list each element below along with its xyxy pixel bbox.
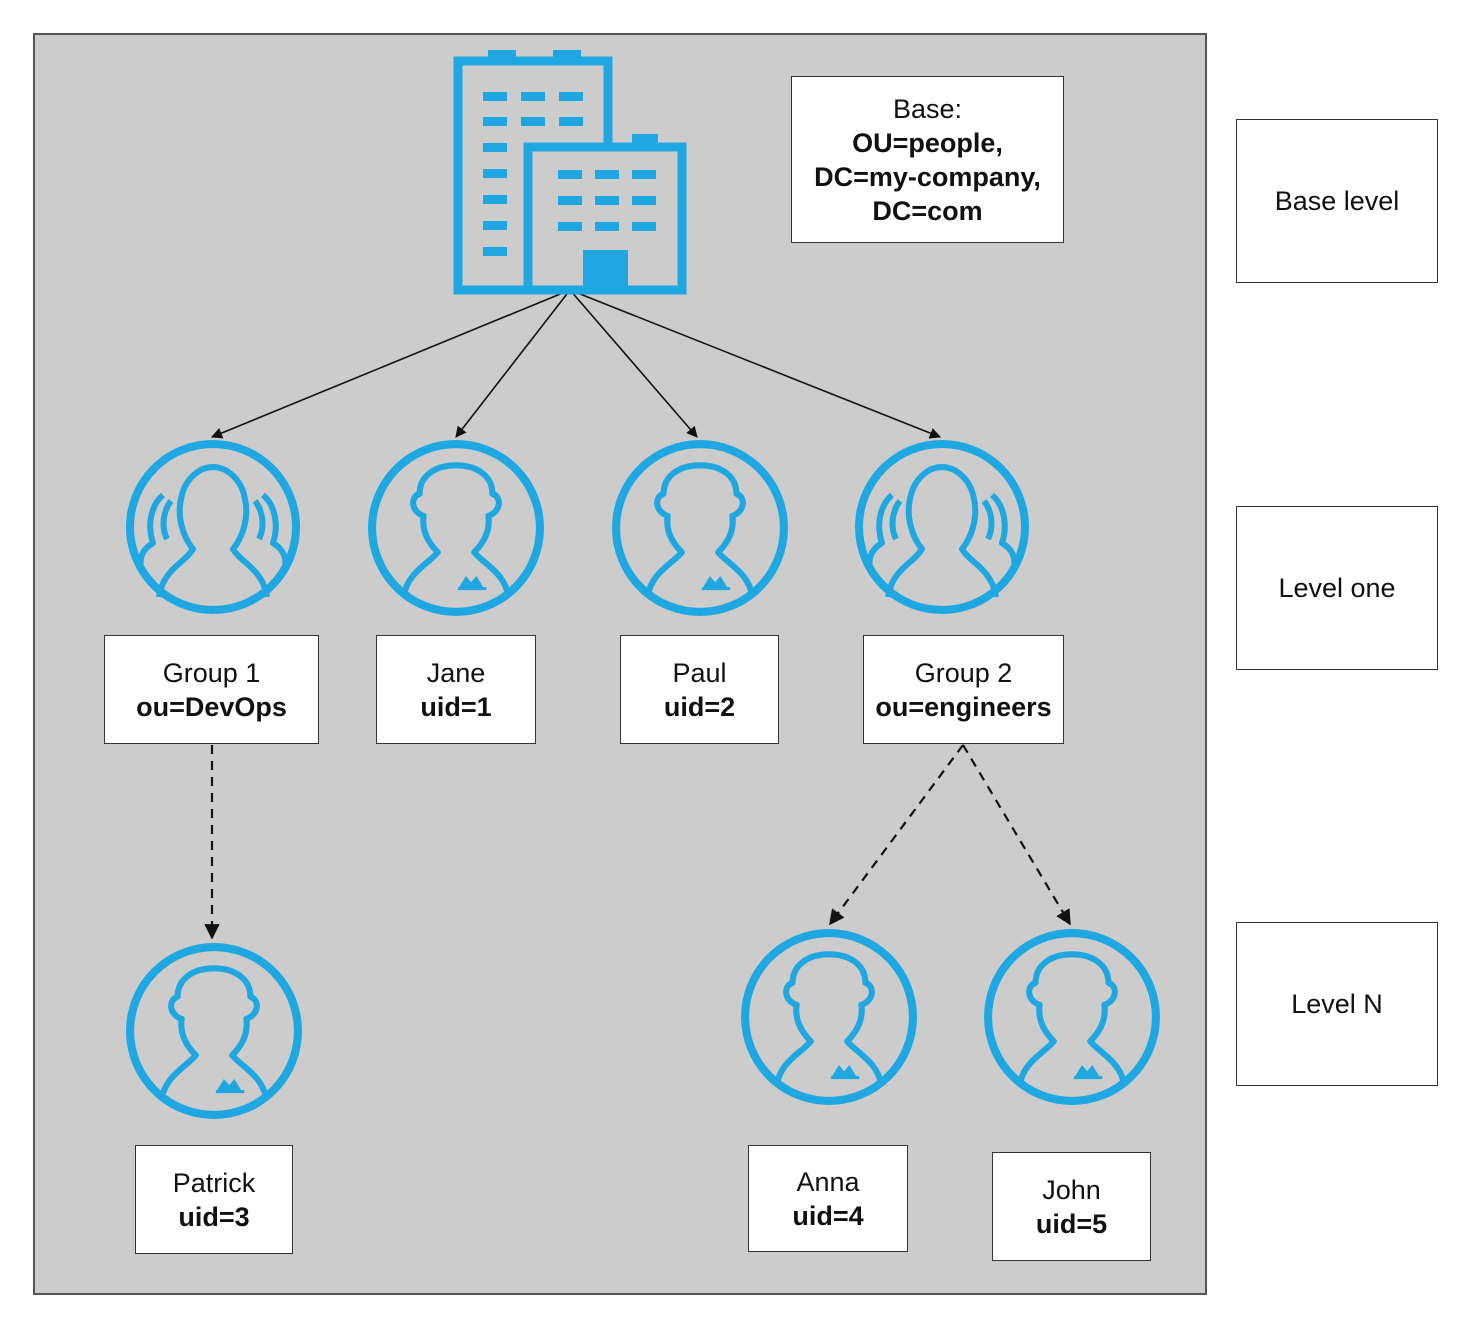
node-name: Paul	[672, 657, 727, 688]
node-attr: uid=2	[663, 691, 736, 722]
building-icon	[453, 50, 687, 295]
level-n-box: Level N	[1236, 922, 1438, 1086]
base-dn-dc2: DC=com	[872, 195, 983, 226]
level-base-label: Base level	[1274, 185, 1400, 216]
node-name: Patrick	[172, 1167, 256, 1198]
edge-base-jane	[455, 289, 571, 438]
group-icon	[126, 440, 300, 614]
user-icon-anna	[741, 929, 917, 1105]
node-attr: uid=1	[420, 691, 492, 722]
level-base-box: Base level	[1236, 119, 1438, 283]
node-patrick-label: Patrick uid=3	[135, 1145, 293, 1254]
node-attr: uid=5	[1035, 1208, 1108, 1239]
node-name: Jane	[426, 657, 486, 688]
node-attr: uid=3	[178, 1201, 250, 1232]
edge-group2-anna	[829, 744, 964, 926]
node-name: Group 1	[162, 657, 261, 688]
node-anna-label: Anna uid=4	[748, 1145, 908, 1252]
level-one-box: Level one	[1236, 506, 1438, 670]
user-icon-paul	[612, 440, 788, 616]
base-dn-prefix: Base:	[892, 93, 963, 124]
node-paul-label: Paul uid=2	[620, 635, 779, 744]
node-jane-label: Jane uid=1	[376, 635, 536, 744]
edge-base-group1	[210, 289, 571, 439]
edge-group2-john	[962, 744, 1071, 926]
user-icon-john	[984, 929, 1160, 1105]
node-group2-label: Group 2 ou=engineers	[863, 635, 1064, 744]
user-icon-jane	[368, 440, 544, 616]
node-name: Anna	[796, 1166, 860, 1197]
base-dn-box: Base: OU=people, DC=my-company, DC=com	[791, 76, 1064, 243]
user-icon-patrick	[126, 943, 302, 1119]
node-attr: uid=4	[792, 1200, 864, 1231]
node-attr: ou=engineers	[875, 691, 1052, 722]
base-dn-ou: OU=people,	[852, 127, 1003, 158]
edge-base-group2	[569, 289, 942, 439]
group-icon	[855, 440, 1029, 614]
base-dn-dc1: DC=my-company,	[814, 161, 1041, 192]
edge-base-paul	[569, 289, 698, 438]
node-attr: ou=DevOps	[136, 691, 287, 722]
node-group1-label: Group 1 ou=DevOps	[104, 635, 319, 744]
level-one-label: Level one	[1278, 572, 1396, 603]
node-name: Group 2	[914, 657, 1013, 688]
node-john-label: John uid=5	[992, 1152, 1151, 1261]
node-name: John	[1042, 1174, 1101, 1205]
level-n-label: Level N	[1291, 988, 1383, 1019]
